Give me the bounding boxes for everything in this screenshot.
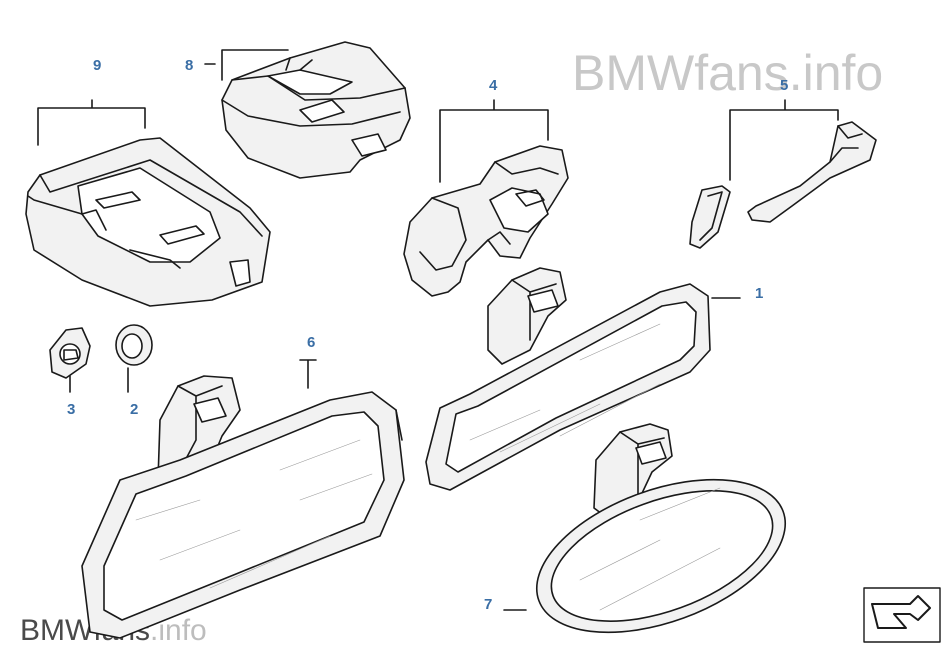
part-5-clips (689, 121, 877, 249)
bracket-9 (37, 99, 146, 146)
part-8-cover (221, 41, 411, 179)
callout-2: 2 (130, 401, 139, 418)
callout-9: 9 (93, 57, 102, 74)
callout-4: 4 (489, 77, 498, 94)
callout-5: 5 (780, 77, 789, 94)
callout-3: 3 (67, 401, 76, 418)
callout-7: 7 (484, 596, 493, 613)
bracket-8 (204, 49, 289, 81)
nav-arrow-icon[interactable] (863, 587, 941, 643)
part-1-mirror (425, 267, 711, 491)
callout-6: 6 (307, 334, 316, 351)
bracket-5 (729, 99, 839, 181)
bracket-4 (439, 99, 549, 183)
part-7-mirror (535, 423, 787, 634)
part-2-ring (115, 324, 153, 393)
watermark-top: BMWfans.info (572, 45, 884, 101)
leader-6 (299, 359, 317, 389)
part-6-mirror (81, 375, 405, 639)
callout-1: 1 (755, 285, 764, 302)
part-4-housing (403, 145, 569, 297)
callout-8: 8 (185, 57, 194, 74)
part-9-cover (25, 137, 271, 307)
part-3-nut (49, 327, 91, 393)
